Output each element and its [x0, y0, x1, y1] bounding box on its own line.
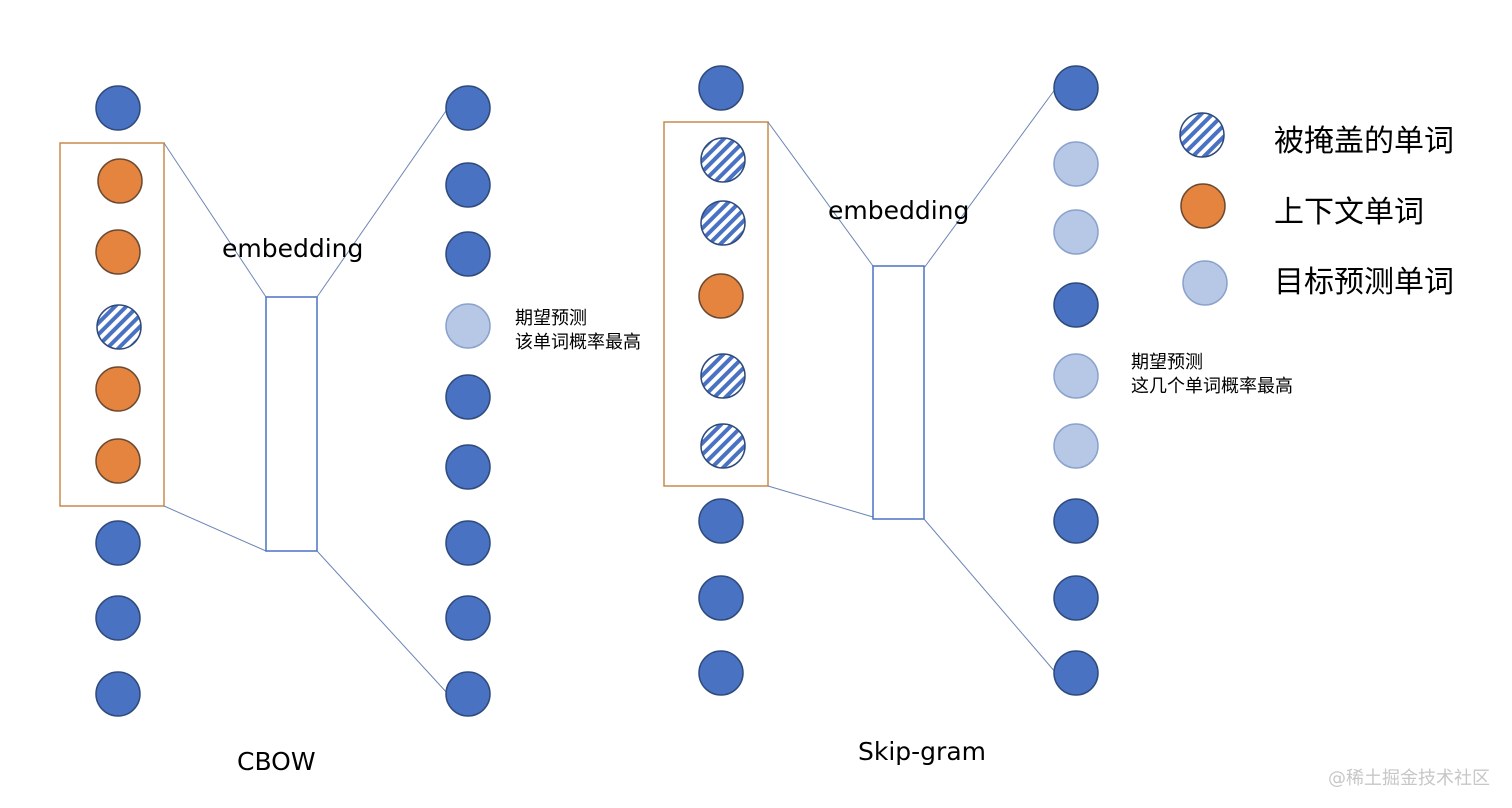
skipgram-target-word-node — [1053, 141, 1099, 187]
cbow-context-word-node — [95, 438, 141, 484]
skipgram-title: Skip-gram — [858, 737, 987, 766]
cbow-input-word-node — [95, 85, 141, 131]
skipgram-output-word-node — [1053, 650, 1099, 696]
cbow-output-word-node — [445, 444, 491, 490]
skipgram-output-word-node — [1053, 498, 1099, 544]
watermark: @稀土掘金技术社区 — [1328, 768, 1490, 789]
skipgram-masked-word-node — [700, 423, 746, 469]
legend — [1179, 112, 1228, 306]
cbow-output-word-node — [445, 671, 491, 717]
skipgram-target-word-node — [1053, 353, 1099, 399]
skipgram-output-word-node — [1053, 65, 1099, 111]
cbow-output-word-node — [445, 231, 491, 277]
cbow-connector-line — [316, 107, 449, 298]
skipgram-connector-line — [923, 87, 1057, 269]
skipgram-output-word-node — [1053, 575, 1099, 621]
skipgram-input-word-node — [698, 498, 744, 544]
cbow-title: CBOW — [237, 747, 316, 776]
cbow-input-word-node — [95, 671, 141, 717]
cbow-output-word-node — [445, 520, 491, 566]
cbow-output-word-node — [445, 374, 491, 420]
skipgram-masked-word-node — [700, 200, 746, 246]
cbow-output-word-node — [445, 162, 491, 208]
skipgram-connector-line — [767, 121, 874, 267]
cbow-embedding-label: embedding — [222, 234, 364, 263]
cbow-context-word-node — [97, 158, 143, 204]
cbow-masked-word-node — [96, 304, 142, 350]
legend-masked-word-label: 被掩盖的单词 — [1274, 124, 1454, 159]
skipgram-embedding-layer — [872, 265, 925, 520]
skipgram-embedding-label: embedding — [828, 196, 970, 225]
cbow-embedding-layer — [265, 296, 318, 552]
legend-context-word-icon — [1180, 183, 1226, 229]
cbow-connector-line — [163, 505, 267, 552]
legend-target-word-label: 目标预测单词 — [1274, 265, 1454, 300]
cbow-input-word-node — [95, 520, 141, 566]
cbow-connector-line — [316, 550, 449, 695]
cbow-diagram — [59, 85, 491, 717]
skipgram-target-word-node — [1053, 423, 1099, 469]
skipgram-masked-word-node — [700, 137, 746, 183]
skipgram-output-word-node — [1053, 282, 1099, 328]
skipgram-context-window — [663, 121, 769, 487]
skipgram-input-word-node — [698, 575, 744, 621]
cbow-context-word-node — [95, 229, 141, 275]
skipgram-connector-line — [767, 485, 874, 518]
skipgram-connector-line — [923, 518, 1057, 674]
skipgram-prediction-note: 期望预测 这几个单词概率最高 — [1131, 352, 1293, 397]
cbow-input-word-node — [95, 595, 141, 641]
skipgram-diagram — [663, 65, 1099, 696]
skipgram-masked-word-node — [700, 353, 746, 399]
cbow-context-window — [59, 142, 165, 507]
legend-masked-word-icon — [1179, 112, 1225, 158]
legend-context-word-label: 上下文单词 — [1274, 195, 1424, 230]
cbow-target-word-node — [445, 303, 491, 349]
skipgram-center-word-node — [698, 273, 744, 319]
skipgram-input-word-node — [698, 65, 744, 111]
cbow-output-word-node — [445, 595, 491, 641]
legend-target-word-icon — [1182, 260, 1228, 306]
cbow-prediction-note: 期望预测 该单词概率最高 — [515, 308, 641, 353]
cbow-connector-line — [163, 142, 267, 298]
cbow-context-word-node — [95, 366, 141, 412]
skipgram-input-word-node — [698, 650, 744, 696]
skipgram-target-word-node — [1053, 209, 1099, 255]
cbow-output-word-node — [445, 85, 491, 131]
